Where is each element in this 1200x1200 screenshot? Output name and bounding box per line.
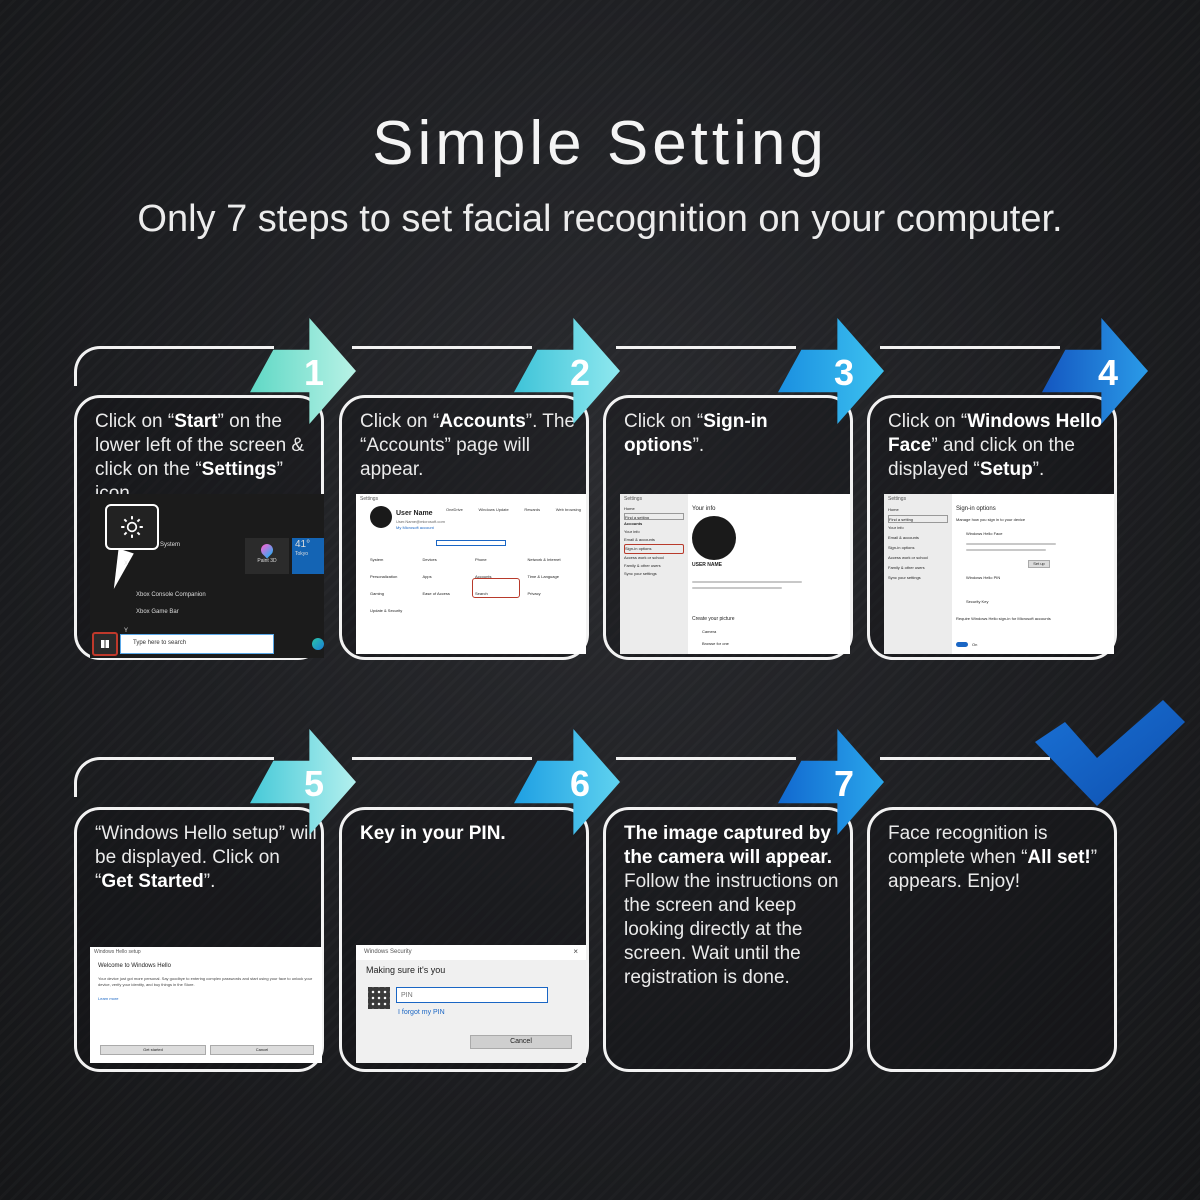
step-text-8: Face recognition is complete when “All s… xyxy=(888,823,1098,892)
keypad-icon xyxy=(368,987,390,1009)
user-avatar xyxy=(692,516,736,560)
tile-phone[interactable]: Phone xyxy=(475,557,487,562)
tile-gaming[interactable]: Gaming xyxy=(370,591,385,596)
find-setting-input[interactable] xyxy=(436,540,506,546)
step-number-4: 4 xyxy=(1097,352,1119,393)
menu-xbox-companion[interactable]: Xbox Console Companion xyxy=(136,592,206,598)
tile-network[interactable]: Network & Internet xyxy=(527,557,561,562)
tile-update[interactable]: Update & Security xyxy=(370,608,403,613)
step-text-4: Click on “Windows Hello Face” and click … xyxy=(888,411,1103,480)
tile-devices[interactable]: Devices xyxy=(422,557,437,562)
forgot-pin-link[interactable]: I forgot my PIN xyxy=(398,1009,445,1016)
menu-xbox-bar[interactable]: Xbox Game Bar xyxy=(136,609,179,615)
step-text-3: Click on “Sign-in options”. xyxy=(624,411,768,456)
tile-apps[interactable]: Apps xyxy=(422,574,432,579)
tile-system[interactable]: System xyxy=(370,557,384,562)
track-5 xyxy=(74,757,274,797)
step-text-6: Key in your PIN. xyxy=(360,823,506,844)
toggle-switch[interactable] xyxy=(956,642,968,647)
screenshot-sign-in-options: Settings Home Find a setting Your info E… xyxy=(884,494,1114,654)
step-text-2: Click on “Accounts”. The “Accounts” page… xyxy=(360,411,576,480)
page-title: Simple Setting xyxy=(372,109,828,178)
tile-search[interactable]: Search xyxy=(475,591,488,596)
bubble-tail xyxy=(106,548,134,592)
screenshot-hello-setup: Windows Hello setup Welcome to Windows H… xyxy=(90,947,322,1063)
step-number-3: 3 xyxy=(833,352,855,393)
screenshot-settings-home: Settings User Name User.Name@microsoft.c… xyxy=(356,494,586,654)
tile-paint[interactable]: Paint 3D xyxy=(245,538,289,574)
screenshot-start-menu: System X Xbox Console Companion Xbox Gam… xyxy=(90,494,324,658)
tile-privacy[interactable]: Privacy xyxy=(527,591,541,596)
taskbar-search[interactable]: Type here to search xyxy=(120,634,274,654)
tile-ease[interactable]: Ease of Access xyxy=(422,591,450,596)
page-subtitle: Only 7 steps to set facial recognition o… xyxy=(137,198,1063,240)
screenshot-your-info: Settings Home Find a setting Accounts Yo… xyxy=(620,494,850,654)
settings-sidebar: Settings Home Find a setting Accounts Yo… xyxy=(620,494,688,654)
step-number-6: 6 xyxy=(569,763,591,804)
windows-icon xyxy=(101,640,109,648)
close-icon[interactable]: × xyxy=(573,947,578,956)
accounts-highlight xyxy=(472,578,520,598)
menu-x: X xyxy=(124,561,129,567)
gear-icon xyxy=(121,516,143,538)
cancel-button[interactable]: Cancel xyxy=(470,1035,572,1049)
tile-personalization[interactable]: Personalization xyxy=(370,574,398,579)
track-1 xyxy=(74,346,274,386)
menu-system[interactable]: System xyxy=(160,542,181,548)
step-number-1: 1 xyxy=(303,352,325,393)
track-7 xyxy=(616,757,796,760)
edge-icon xyxy=(312,638,324,650)
tile-accounts[interactable]: Accounts xyxy=(475,574,492,579)
step-text-5: “Windows Hello setup” will be displayed.… xyxy=(95,823,317,892)
menu-y: Y xyxy=(124,628,129,634)
pin-input[interactable] xyxy=(396,987,548,1003)
track-6 xyxy=(352,757,532,760)
step-number-5: 5 xyxy=(303,763,325,804)
step-number-2: 2 xyxy=(569,352,591,393)
settings-sidebar: Settings Home Find a setting Your info E… xyxy=(884,494,952,654)
user-avatar xyxy=(370,506,392,528)
cancel-button[interactable]: Cancel xyxy=(210,1045,314,1055)
sidebar-sign-in-options[interactable]: Sign-in options xyxy=(624,544,684,554)
user-name: User Name xyxy=(396,510,433,517)
step-card-8: Face recognition is complete when “All s… xyxy=(867,807,1117,1072)
setup-button[interactable]: Set up xyxy=(1028,560,1050,568)
track-3 xyxy=(616,346,796,349)
step-number-7: 7 xyxy=(833,763,855,804)
step-text-1: Click on “Start” on the lower left of th… xyxy=(95,411,305,504)
settings-bubble[interactable] xyxy=(105,504,159,550)
track-4 xyxy=(880,346,1060,349)
tile-time[interactable]: Time & Language xyxy=(527,574,559,579)
track-2 xyxy=(352,346,532,349)
checkmark-icon xyxy=(1035,700,1185,806)
get-started-button[interactable]: Get started xyxy=(100,1045,206,1055)
track-8 xyxy=(880,757,1050,760)
screenshot-windows-security: Windows Security × Making sure it's you … xyxy=(356,945,586,1063)
tile-weather[interactable]: 41° Tokyo xyxy=(292,538,324,574)
step-text-7: The image captured by the camera will ap… xyxy=(624,823,839,988)
droplet-icon xyxy=(258,541,276,559)
step-card-7: The image captured by the camera will ap… xyxy=(603,807,853,1072)
start-button[interactable] xyxy=(92,632,118,656)
tile-grid: System Devices Phone Network & Internet … xyxy=(370,556,580,614)
